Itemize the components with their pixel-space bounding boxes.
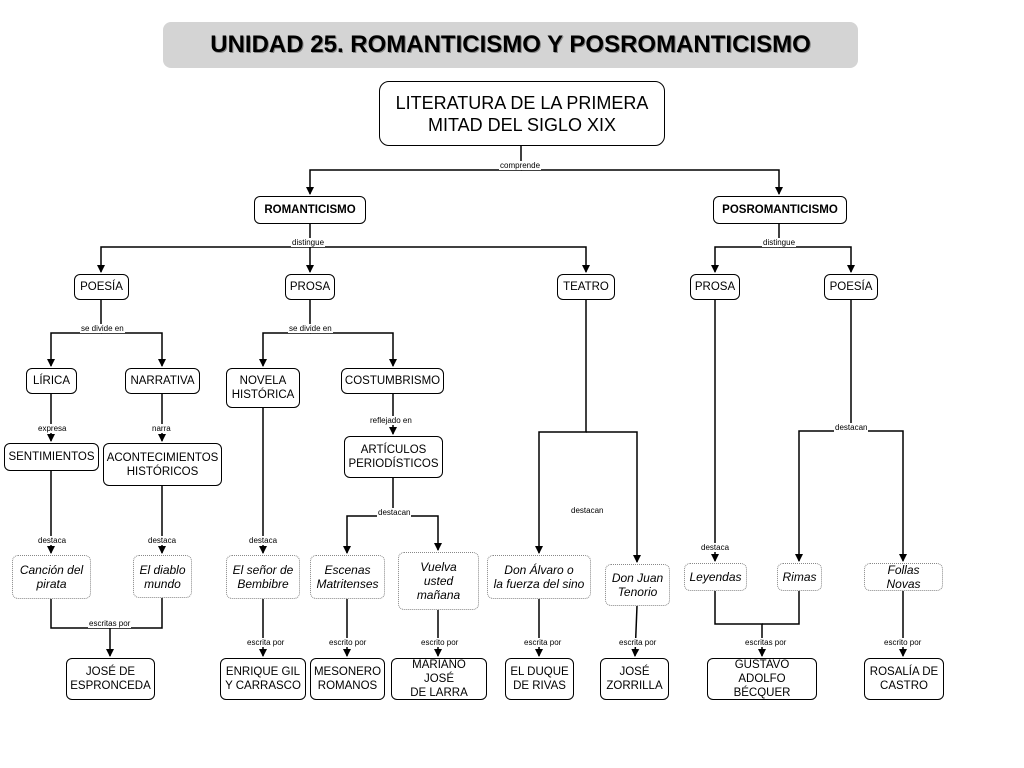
label-destaca-leyendas: destaca bbox=[700, 543, 731, 552]
work-el-senor-de-bembibre: El señor de Bembibre bbox=[226, 555, 300, 599]
label-escrita-gil: escrita por bbox=[246, 638, 286, 647]
edge-articulos-escenas bbox=[343, 478, 394, 554]
edge-tenorio-zorrilla bbox=[631, 605, 640, 657]
node-articulos: ARTÍCULOS PERIODÍSTICOS bbox=[344, 436, 443, 478]
node-sentimientos: SENTIMIENTOS bbox=[4, 443, 99, 471]
edge-cancion-espronceda bbox=[50, 599, 114, 657]
label-escritas-becquer: escritas por bbox=[744, 638, 788, 647]
author-gil-y-carrasco: ENRIQUE GIL Y CARRASCO bbox=[220, 658, 306, 700]
label-expresa: expresa bbox=[37, 424, 68, 433]
label-distingue-rom: distingue bbox=[291, 238, 326, 247]
node-narrativa: NARRATIVA bbox=[125, 368, 200, 394]
label-escrito-larra: escrito por bbox=[420, 638, 460, 647]
edge-rom-teatro bbox=[310, 246, 590, 273]
node-costumbrismo: COSTUMBRISMO bbox=[341, 368, 444, 394]
label-se-divide-prosa: se divide en bbox=[288, 324, 333, 333]
node-lirica: LÍRICA bbox=[26, 368, 77, 394]
edge-pos-prosa bbox=[711, 224, 780, 273]
edge-poesia-lirica bbox=[47, 300, 102, 367]
node-pos-poesia: POESÍA bbox=[824, 274, 878, 300]
label-distingue-pos: distingue bbox=[762, 238, 797, 247]
node-teatro: TEATRO bbox=[557, 274, 615, 300]
work-escenas-matritenses: Escenas Matritenses bbox=[310, 555, 385, 599]
edge-rom-poesia bbox=[97, 224, 311, 273]
work-follas-novas: Follas Novas bbox=[864, 563, 943, 591]
label-escrita-zorrilla: escrita por bbox=[618, 638, 658, 647]
author-mesonero-romanos: MESONERO ROMANOS bbox=[310, 658, 385, 700]
author-espronceda: JOSÉ DE ESPRONCEDA bbox=[66, 658, 155, 700]
label-escrito-rosalia: escrito por bbox=[883, 638, 923, 647]
edge-articulos-vuelva bbox=[393, 515, 442, 551]
node-root: LITERATURA DE LA PRIMERA MITAD DEL SIGLO… bbox=[379, 81, 665, 146]
label-reflejado-en: reflejado en bbox=[369, 416, 413, 425]
edge-prosa-costumbrismo bbox=[310, 332, 397, 367]
label-destaca-bembibre: destaca bbox=[248, 536, 279, 545]
node-prosa: PROSA bbox=[285, 274, 335, 300]
edge-rimas-becquer bbox=[762, 591, 800, 625]
edge-root-romanticismo bbox=[306, 146, 522, 195]
label-destacan-teatro: destacan bbox=[570, 506, 605, 515]
title-banner: UNIDAD 25. ROMANTICISMO Y POSROMANTICISM… bbox=[163, 22, 858, 68]
page-title: UNIDAD 25. ROMANTICISMO Y POSROMANTICISM… bbox=[210, 31, 811, 58]
work-el-diablo-mundo: El diablo mundo bbox=[133, 555, 192, 598]
label-destacan-articulos: destacan bbox=[377, 508, 412, 517]
label-comprende: comprende bbox=[499, 161, 542, 170]
work-rimas: Rimas bbox=[777, 563, 822, 591]
author-becquer: GUSTAVO ADOLFO BÉCQUER bbox=[707, 658, 817, 700]
edge-teatro-donalvaro bbox=[535, 300, 587, 554]
node-novela-historica: NOVELA HISTÓRICA bbox=[226, 368, 300, 408]
author-duque-de-rivas: EL DUQUE DE RIVAS bbox=[505, 658, 574, 700]
label-escrito-mesonero: escrito por bbox=[328, 638, 368, 647]
work-don-juan-tenorio: Don Juan Tenorio bbox=[605, 564, 670, 606]
work-leyendas: Leyendas bbox=[684, 563, 747, 591]
label-escrita-duque: escrita por bbox=[523, 638, 563, 647]
edge-teatro-tenorio bbox=[586, 431, 641, 563]
label-destaca-diablo: destaca bbox=[147, 536, 178, 545]
label-destaca-cancion: destaca bbox=[37, 536, 68, 545]
label-escritas-espronceda: escritas por bbox=[88, 619, 132, 628]
edge-pos-poesia bbox=[779, 246, 855, 273]
node-romanticismo: ROMANTICISMO bbox=[254, 196, 366, 224]
edge-pospoesia-rimas bbox=[795, 300, 852, 562]
work-cancion-del-pirata: Canción del pirata bbox=[12, 555, 91, 599]
node-acontecimientos: ACONTECIMIENTOS HISTÓRICOS bbox=[103, 443, 222, 486]
node-pos-prosa: PROSA bbox=[690, 274, 740, 300]
node-posromanticismo: POSROMANTICISMO bbox=[713, 196, 847, 224]
edge-prosa-novela bbox=[259, 300, 311, 367]
author-rosalia-de-castro: ROSALÍA DE CASTRO bbox=[864, 658, 944, 700]
author-larra: MARIANO JOSÉ DE LARRA bbox=[391, 658, 487, 700]
work-don-alvaro: Don Álvaro o la fuerza del sino bbox=[487, 555, 591, 599]
edge-poesia-narrativa bbox=[101, 332, 166, 367]
edge-diablo-espronceda bbox=[110, 598, 163, 629]
label-se-divide-poesia: se divide en bbox=[80, 324, 125, 333]
label-destacan-poesia: destacan bbox=[834, 423, 869, 432]
node-poesia: POESÍA bbox=[74, 274, 129, 300]
label-narra: narra bbox=[151, 424, 172, 433]
author-zorrilla: JOSÉ ZORRILLA bbox=[600, 658, 669, 700]
work-vuelva-usted-manana: Vuelva usted mañana bbox=[398, 552, 479, 610]
edge-root-posromanticismo bbox=[521, 169, 783, 195]
edge-pospoesia-follas bbox=[851, 430, 907, 562]
